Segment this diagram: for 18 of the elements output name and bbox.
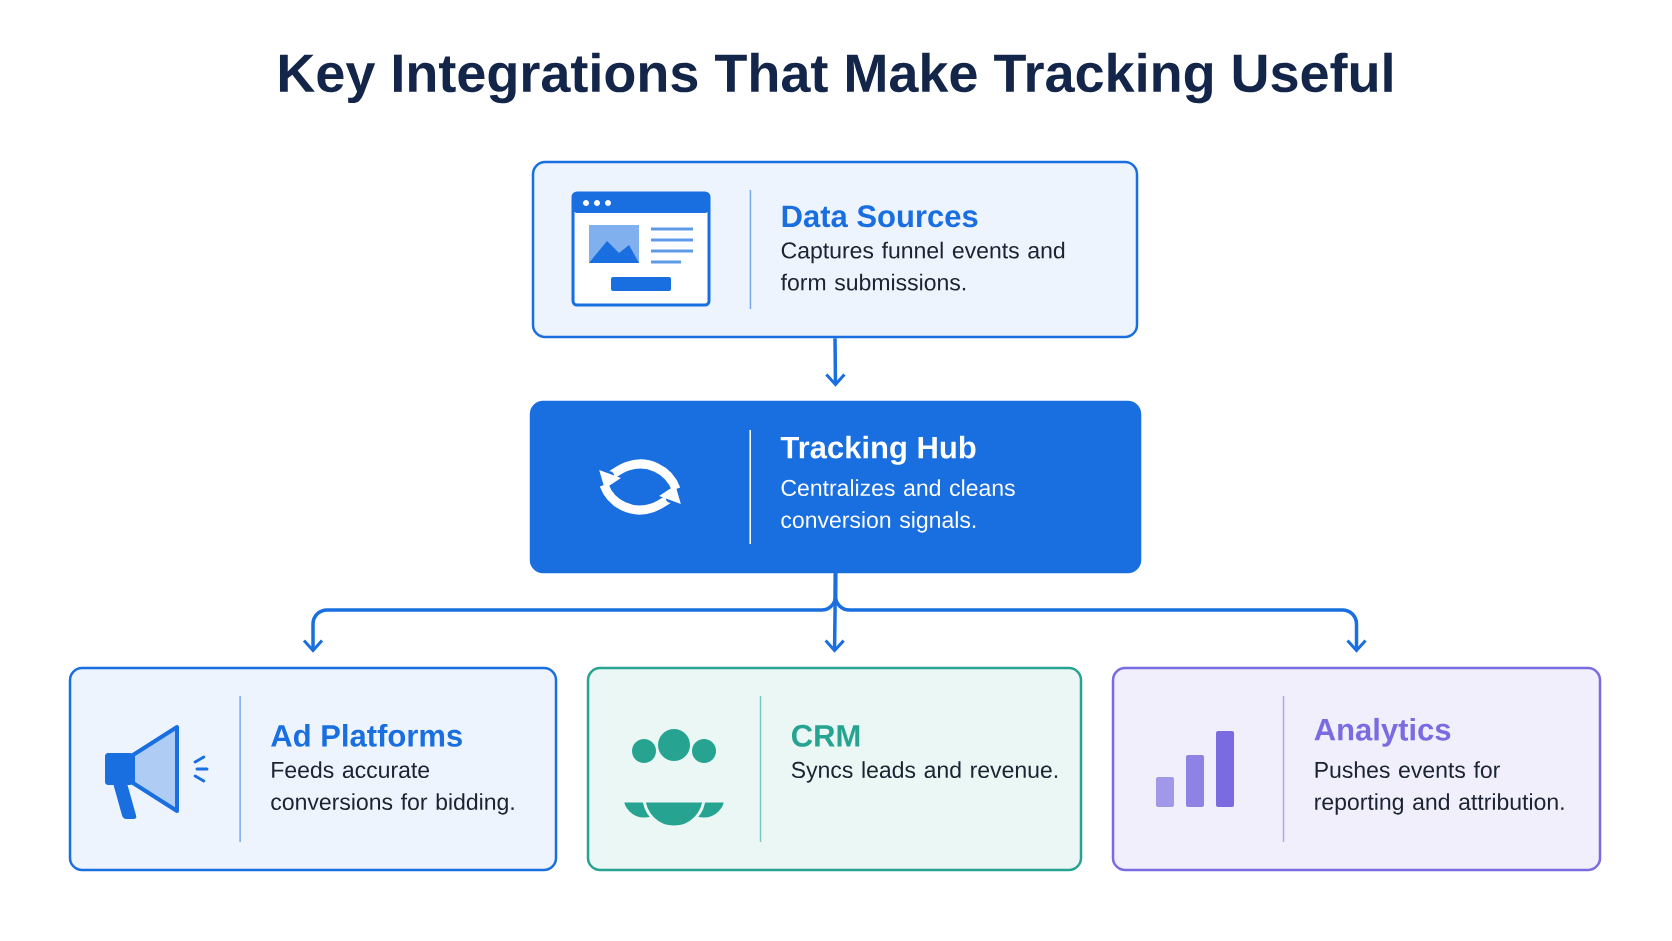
box-heading: Data Sources	[782, 205, 978, 228]
process-box	[586, 666, 1083, 872]
box-heading: Tracking Hub	[780, 435, 976, 465]
box-description: Feeds accurate conversions for bidding.	[271, 761, 514, 815]
process-box	[529, 400, 1142, 574]
box-heading: Analytics	[1314, 717, 1451, 747]
process-box	[68, 666, 558, 872]
arrow	[825, 338, 846, 387]
box-heading: Ad Platforms	[271, 724, 462, 747]
title: Key Integrations That Make Tracking Useful	[280, 52, 1392, 104]
arrow	[833, 573, 1367, 653]
box-description: Captures funnel events and form submissions.	[780, 241, 1065, 291]
process-box	[531, 160, 1139, 339]
box-description: Syncs leads and revenue.	[791, 761, 1058, 783]
box-description: Pushes events for reporting and attribution.	[1315, 761, 1564, 815]
box-description: Centralizes and cleans conversion signals.	[781, 479, 1015, 533]
process-box	[1111, 666, 1602, 872]
box-heading: CRM	[792, 724, 860, 747]
